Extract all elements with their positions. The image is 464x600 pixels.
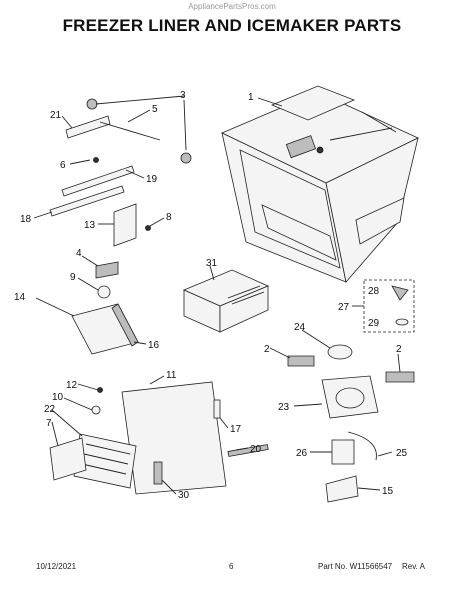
callout-9: 9 [70,272,76,283]
bracket-13 [113,203,137,247]
screw-8 [145,225,151,231]
callout-10: 10 [52,392,64,403]
cap-3a [86,98,98,110]
callout-2-left: 2 [264,344,270,355]
callout-17: 17 [230,424,242,435]
callout-26: 26 [296,448,308,459]
callout-21: 21 [50,110,62,121]
pad-2-right [385,371,415,383]
cap-3b [180,152,192,164]
heater-30 [153,461,163,485]
callout-30: 30 [178,490,190,501]
leader-lines [33,95,401,495]
callout-22: 22 [44,404,56,415]
callout-6: 6 [60,160,66,171]
gear-9 [97,285,111,299]
callout-7: 7 [46,418,52,429]
rod-5 [99,121,161,141]
rail-19 [61,165,135,197]
seal-20 [227,444,269,457]
footer-part-number: Part No. W11566547 [318,562,393,571]
housing-14 [71,303,139,355]
vent-22 [73,433,137,489]
callout-13: 13 [84,220,96,231]
harness-25 [347,431,377,461]
motor-26 [331,439,355,465]
callout-23: 23 [278,402,290,413]
watermark: AppliancePartsPros.com [188,2,276,11]
callout-11: 11 [166,370,177,381]
bracket-21 [65,115,111,139]
sensor-17 [213,399,221,419]
callout-1: 1 [248,92,254,103]
pad-2-left [287,355,315,367]
callout-28: 28 [368,286,380,297]
callout-29: 29 [368,318,380,329]
callout-19: 19 [146,174,158,185]
bracket-15 [325,475,359,503]
callout-8: 8 [166,212,172,223]
page-title: FREEZER LINER AND ICEMAKER PARTS [62,16,402,35]
callout-14: 14 [14,292,26,303]
callouts: 1 2 2 3 4 5 6 7 8 9 10 11 12 13 15 14 16… [14,90,408,501]
screw-12 [97,387,103,393]
footer-revision: Rev. A [402,562,425,571]
callout-27: 27 [338,302,350,313]
callout-18: 18 [20,214,32,225]
callout-2-right: 2 [396,344,402,355]
callout-3: 3 [180,90,186,101]
callout-5: 5 [152,104,158,115]
icemaker [182,269,270,333]
footer-date: 10/12/2021 [36,562,77,571]
callout-31: 31 [206,258,218,269]
rail-18 [49,185,125,217]
clip-10 [91,405,101,415]
parts-group-27 [363,279,415,333]
freezer-liner [221,85,419,283]
callout-20: 20 [250,444,262,455]
fan-blade-24 [327,344,353,360]
callout-25: 25 [396,448,408,459]
callout-15: 15 [382,486,394,497]
callout-16: 16 [148,340,160,351]
footer-page-number: 6 [229,562,234,571]
panel-11 [121,381,227,495]
clip-4 [95,261,119,279]
cover-7 [49,437,87,481]
callout-4: 4 [76,248,82,259]
fan-housing-23 [321,375,379,419]
callout-12: 12 [66,380,78,391]
screw-6 [93,157,99,163]
callout-24: 24 [294,322,306,333]
